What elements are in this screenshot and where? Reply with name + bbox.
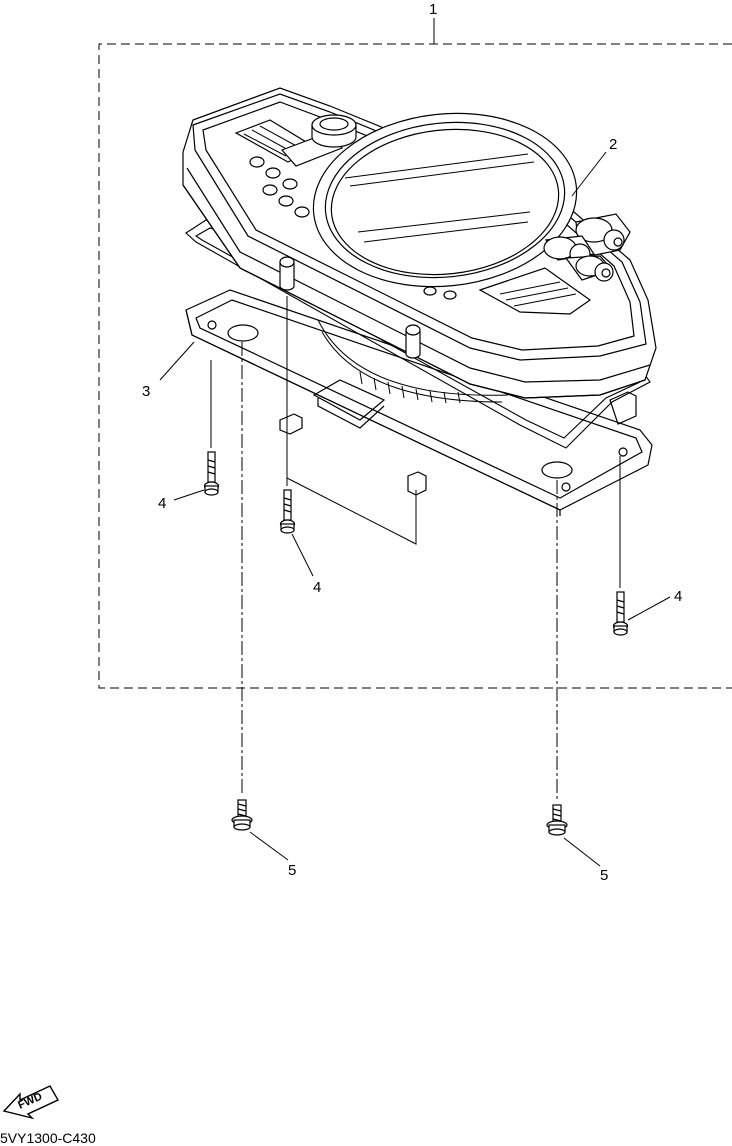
screw-4-center <box>279 489 296 534</box>
assembly-guide-lines <box>210 296 621 800</box>
callout-4-center: 4 <box>313 579 321 596</box>
callout-5-left: 5 <box>288 862 296 879</box>
drawing-code: 5VY1300-C430 <box>0 1130 96 1146</box>
callout-2: 2 <box>609 136 617 153</box>
screw-4-right <box>612 591 629 636</box>
internal-gear <box>317 319 509 404</box>
side-knobs <box>543 213 631 282</box>
mounting-posts <box>279 256 421 359</box>
fwd-direction-badge: FWD <box>2 1085 59 1120</box>
right-display-hatch <box>499 281 577 307</box>
lower-case-tray <box>185 289 653 516</box>
speedometer-bezel <box>312 112 578 288</box>
top-knob <box>311 114 357 148</box>
screw-4-left <box>203 451 220 496</box>
callout-4-left: 4 <box>158 495 166 512</box>
callout-3: 3 <box>142 383 150 400</box>
bolt-5-right <box>546 804 568 836</box>
callout-leaders <box>159 151 671 867</box>
speedometer-glass-reflection <box>344 153 535 243</box>
indicator-lamps <box>249 156 457 300</box>
assembly-boundary <box>98 43 732 689</box>
bolt-5-left <box>231 799 253 831</box>
callout-1: 1 <box>429 1 437 18</box>
callout-5-right: 5 <box>600 867 608 884</box>
fwd-arrow-icon <box>2 1085 59 1120</box>
meter-assembly <box>182 87 657 404</box>
callout-4-right: 4 <box>674 588 682 605</box>
